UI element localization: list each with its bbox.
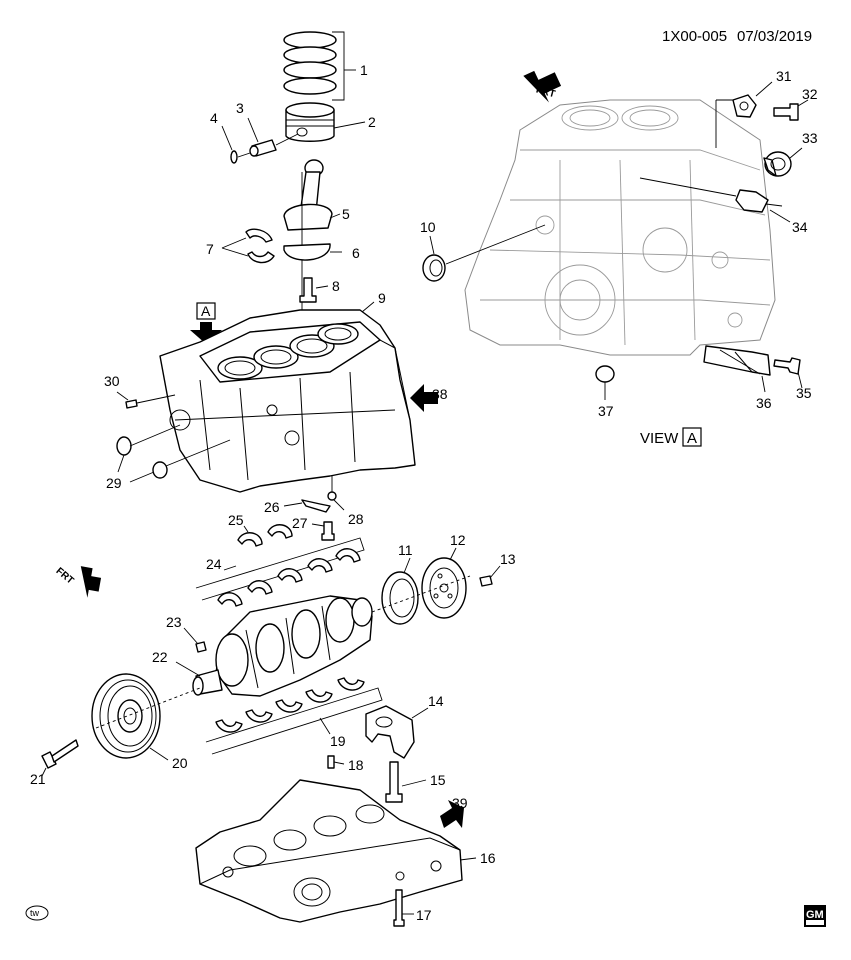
arrow-38	[410, 384, 438, 412]
callout-35: 35	[796, 385, 812, 401]
part-11-rear-seal	[381, 557, 419, 625]
diagram-id: 1X00-005	[662, 28, 727, 45]
view-a-engine-block	[464, 99, 776, 356]
callout-36: 36	[756, 395, 772, 411]
part-15-main-bolt	[385, 761, 427, 803]
part-9-engine-block	[159, 301, 416, 493]
part-28-dowel	[327, 475, 345, 511]
part-2-piston	[285, 102, 366, 142]
front-direction-arrow-upper: FRT	[523, 70, 562, 103]
callout-37: 37	[598, 403, 614, 419]
view-letter-box	[682, 427, 702, 447]
callout-25: 25	[228, 512, 244, 528]
view-a-marker: A	[190, 302, 222, 344]
callout-1: 1	[360, 62, 368, 78]
tw-badge: tw	[25, 905, 49, 921]
callout-14: 14	[428, 693, 444, 709]
callout-33: 33	[802, 130, 818, 146]
part-18-dowel	[327, 755, 345, 769]
part-17-bolt	[393, 889, 414, 927]
callout-20: 20	[172, 755, 188, 771]
callout-4: 4	[210, 110, 218, 126]
part-6-rod-cap	[283, 243, 342, 261]
part-33-plug	[763, 147, 803, 177]
part-21-pulley-bolt	[41, 739, 79, 777]
part-25-thrust-bearings	[237, 524, 293, 547]
gm-logo-text: GM	[806, 909, 824, 921]
callout-23: 23	[166, 614, 182, 630]
part-14-main-bearing-cap	[365, 705, 429, 759]
part-1-piston-rings	[283, 31, 356, 101]
part-7-rod-bearings	[221, 228, 275, 264]
front-direction-arrow-left: FRT	[54, 566, 102, 598]
callout-19: 19	[330, 733, 346, 749]
callout-3: 3	[236, 100, 244, 116]
front-label-left: FRT	[54, 566, 76, 587]
part-19-lower-main-bearings	[205, 677, 383, 755]
callout-6: 6	[352, 245, 360, 261]
callout-21: 21	[30, 771, 46, 787]
part-3-piston-pin	[247, 117, 299, 157]
view-word: VIEW	[640, 430, 679, 447]
part-36-sensor	[703, 345, 771, 393]
part-26-bracket	[283, 499, 331, 513]
part-20-crank-pulley	[91, 673, 201, 761]
part-12-flywheel-plate	[371, 547, 471, 619]
callout-16: 16	[480, 850, 496, 866]
callout-24: 24	[206, 556, 222, 572]
callout-34: 34	[792, 219, 808, 235]
callout-31: 31	[776, 68, 792, 84]
callout-9: 9	[378, 290, 386, 306]
callout-15: 15	[430, 772, 446, 788]
part-23-key	[183, 627, 207, 653]
callout-7: 7	[206, 241, 214, 257]
callout-30: 30	[104, 373, 120, 389]
diagram-date: 07/03/2019	[737, 28, 812, 45]
callout-8: 8	[332, 278, 340, 294]
part-24-upper-main-bearings	[195, 537, 365, 607]
callout-17: 17	[416, 907, 432, 923]
gm-logo: GM	[804, 905, 826, 927]
callout-27: 27	[292, 515, 308, 531]
part-13-bolt	[479, 565, 501, 587]
callout-12: 12	[450, 532, 466, 548]
part-8-rod-bolt	[299, 277, 329, 303]
callout-2: 2	[368, 114, 376, 130]
part-22-crankshaft	[175, 595, 373, 697]
view-marker-letter: A	[201, 303, 211, 319]
front-label-upper: FRT	[535, 85, 557, 101]
callout-28: 28	[348, 511, 364, 527]
part-32-bolt	[773, 99, 809, 121]
part-30-dowel	[116, 391, 176, 409]
part-31-sensor	[715, 81, 773, 148]
part-34-sensor	[639, 177, 791, 223]
callout-13: 13	[500, 551, 516, 567]
part-27-bolt	[311, 521, 335, 541]
part-10-plug	[422, 224, 546, 282]
part-16-lower-crankcase	[195, 779, 477, 923]
callout-39: 39	[452, 795, 468, 811]
callout-18: 18	[348, 757, 364, 773]
part-4-clip	[221, 125, 251, 164]
view-letter: A	[687, 430, 697, 447]
callout-10: 10	[420, 219, 436, 235]
tw-badge-text: tw	[30, 908, 40, 918]
callout-26: 26	[264, 499, 280, 515]
callout-11: 11	[398, 542, 413, 558]
arrow-39	[440, 800, 464, 828]
callout-29: 29	[106, 475, 122, 491]
callout-5: 5	[342, 206, 350, 222]
callout-numbers: 1 2 3 4 5 6 7 8 9 10 11 12 13 14 15 16 1…	[30, 62, 818, 923]
callout-32: 32	[802, 86, 818, 102]
part-29-plugs	[116, 424, 231, 483]
callout-22: 22	[152, 649, 168, 665]
part-35-bolt	[773, 357, 803, 389]
callout-38: 38	[432, 386, 448, 402]
part-37-plug	[595, 365, 615, 400]
